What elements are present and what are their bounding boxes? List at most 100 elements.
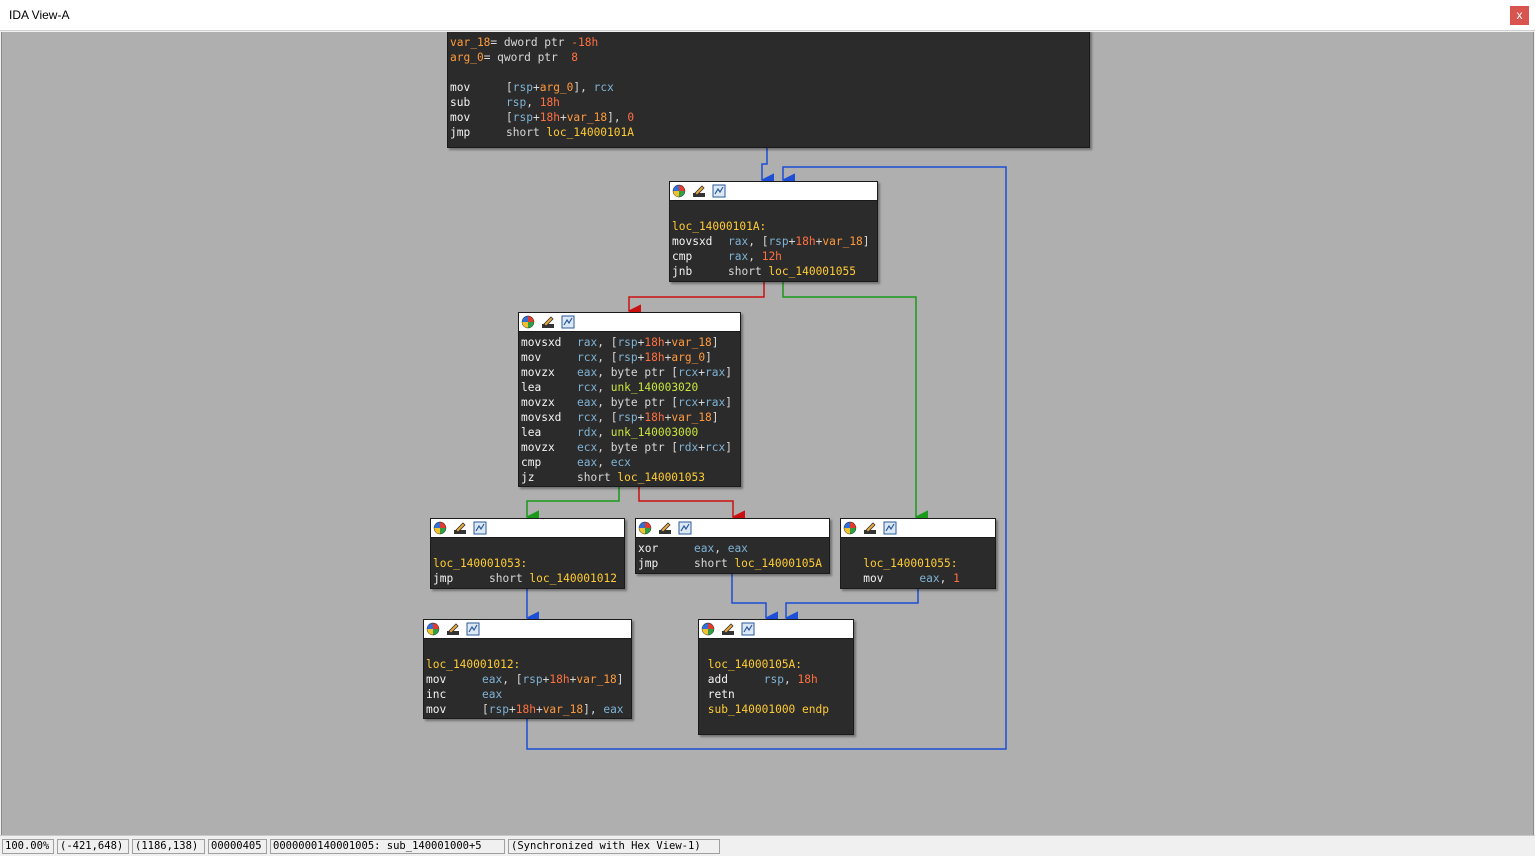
asm-token[interactable]: var_18 xyxy=(822,235,863,248)
node-color-icon[interactable] xyxy=(843,521,857,535)
asm-token: = qword ptr xyxy=(483,51,572,64)
node-color-icon[interactable] xyxy=(433,521,447,535)
asm-token: 18h xyxy=(539,111,560,124)
asm-token[interactable]: unk_140003000 xyxy=(610,426,699,439)
close-button[interactable]: x xyxy=(1510,6,1529,25)
node-rename-icon[interactable] xyxy=(446,622,460,636)
node-group-icon[interactable] xyxy=(741,622,755,636)
node-header[interactable] xyxy=(699,620,853,639)
node-rename-icon[interactable] xyxy=(863,521,877,535)
asm-token: 18h xyxy=(644,351,665,364)
asm-token[interactable]: var_18 xyxy=(566,111,608,124)
asm-token: ] xyxy=(616,673,624,686)
node-header[interactable] xyxy=(431,519,624,538)
asm-mnemonic: lea xyxy=(521,426,542,439)
asm-token[interactable]: unk_140003020 xyxy=(610,381,699,394)
asm-token[interactable]: loc_140001053: xyxy=(433,557,528,570)
node-rename-icon[interactable] xyxy=(658,521,672,535)
asm-token: eax xyxy=(919,572,940,585)
node-group-icon[interactable] xyxy=(883,521,897,535)
node-color-icon[interactable] xyxy=(521,315,535,329)
edge-entry-to-loop xyxy=(760,148,775,187)
node-color-icon[interactable] xyxy=(672,184,686,198)
asm-mnemonic: movsxd xyxy=(521,336,562,349)
asm-token: + xyxy=(698,366,706,379)
asm-mnemonic: xor xyxy=(638,542,659,555)
asm-mnemonic: movzx xyxy=(521,366,555,379)
node-color-icon[interactable] xyxy=(426,622,440,636)
asm-line: var_18= dword ptr -18h xyxy=(450,35,1087,50)
asm-token: , [ xyxy=(748,235,769,248)
asm-line: loc_140001053: xyxy=(433,556,622,571)
asm-token[interactable]: loc_140001055: xyxy=(843,557,958,570)
node-rename-icon[interactable] xyxy=(453,521,467,535)
asm-token: rax xyxy=(705,366,726,379)
node-rename-icon[interactable] xyxy=(692,184,706,198)
asm-token[interactable]: var_18 xyxy=(576,673,617,686)
asm-token[interactable]: arg_0 xyxy=(671,351,706,364)
asm-token: ] xyxy=(705,351,712,364)
node-group-icon[interactable] xyxy=(561,315,575,329)
node-header[interactable] xyxy=(519,313,740,332)
node-header[interactable] xyxy=(424,620,631,639)
asm-token[interactable]: var_18 xyxy=(542,703,584,716)
node-rename-icon[interactable] xyxy=(541,315,555,329)
asm-mnemonic: cmp xyxy=(672,250,693,263)
node-group-icon[interactable] xyxy=(712,184,726,198)
asm-token[interactable]: var_18 xyxy=(671,336,712,349)
asm-mnemonic: retn xyxy=(701,688,735,701)
asm-token[interactable]: loc_14000105A xyxy=(734,557,822,570)
node-rename-icon[interactable] xyxy=(721,622,735,636)
asm-mnemonic: add xyxy=(701,673,728,686)
node-group-icon[interactable] xyxy=(678,521,692,535)
asm-token[interactable]: loc_140001012: xyxy=(426,658,521,671)
asm-token[interactable]: sub_140001000 xyxy=(701,703,803,716)
asm-token[interactable]: loc_140001053 xyxy=(617,471,705,484)
asm-line: arg_0= qword ptr 8 xyxy=(450,50,1087,65)
asm-token[interactable]: arg_0 xyxy=(450,51,484,64)
node-group-icon[interactable] xyxy=(466,622,480,636)
asm-token: ecx xyxy=(577,441,598,454)
node-color-icon[interactable] xyxy=(638,521,652,535)
asm-line xyxy=(843,541,993,556)
asm-token: rcx xyxy=(577,411,598,424)
asm-token[interactable]: arg_0 xyxy=(539,81,574,94)
asm-token[interactable]: loc_14000105A: xyxy=(701,658,803,671)
asm-token: ] xyxy=(711,411,719,424)
node-header[interactable] xyxy=(670,182,877,201)
asm-token: + xyxy=(637,411,645,424)
asm-token: + xyxy=(535,703,543,716)
asm-token: ] xyxy=(725,441,732,454)
asm-token: 18h xyxy=(549,673,570,686)
asm-token: eax xyxy=(603,703,624,716)
node-header[interactable] xyxy=(636,519,829,538)
asm-line: loc_14000105A: xyxy=(701,657,851,672)
asm-token[interactable]: loc_14000101A: xyxy=(672,220,767,233)
asm-line: mov[rsp+18h+var_18], 0 xyxy=(450,110,1087,125)
asm-token[interactable]: var_18 xyxy=(450,36,491,49)
node-group-icon[interactable] xyxy=(473,521,487,535)
asm-token: 18h xyxy=(644,336,665,349)
node-header[interactable] xyxy=(841,519,995,538)
asm-token[interactable]: loc_140001055 xyxy=(768,265,856,278)
asm-token[interactable]: loc_14000101A xyxy=(546,126,634,139)
asm-token[interactable]: endp xyxy=(802,703,829,716)
asm-token[interactable]: var_18 xyxy=(671,411,712,424)
asm-token: rsp xyxy=(488,703,509,716)
node-color-icon[interactable] xyxy=(701,622,715,636)
edge-backedge-to-loop xyxy=(526,166,1007,750)
asm-token: [ xyxy=(482,703,489,716)
status-offset: 00000405 xyxy=(208,839,267,854)
asm-token[interactable]: loc_140001012 xyxy=(529,572,617,585)
